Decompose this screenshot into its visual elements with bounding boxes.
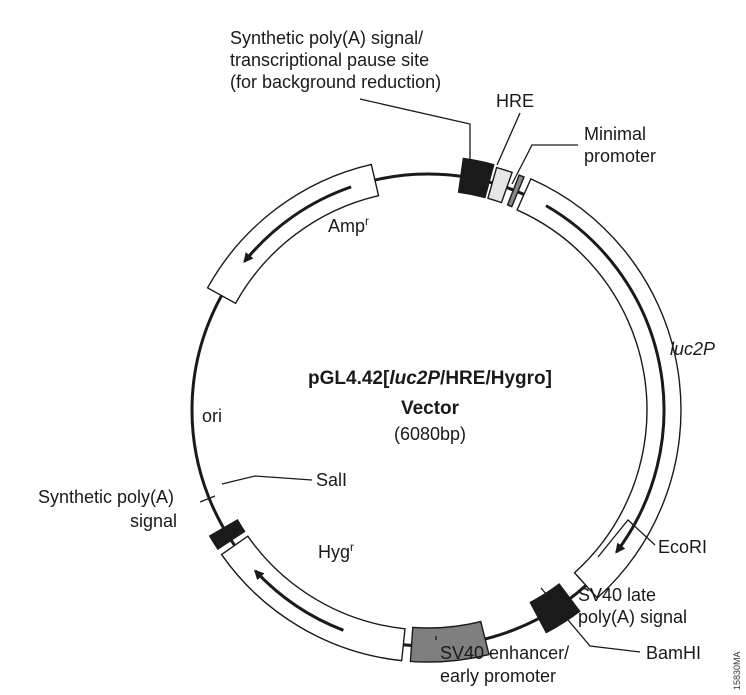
luc2p-direction-arrow	[545, 204, 666, 554]
label-amp-text: Amp	[328, 216, 365, 236]
label-hyg: Hygr	[318, 540, 354, 562]
label-sv40-late-2: poly(A) signal	[578, 607, 687, 627]
vector-title-line2: Vector	[401, 398, 460, 419]
label-hyg-text: Hyg	[318, 542, 350, 562]
label-sv40-enh-1: SV40 enhancer/	[440, 643, 569, 663]
title-italic: luc2P	[389, 368, 440, 389]
label-minimal-1: Minimal	[584, 124, 646, 144]
amp-resistance-segment	[206, 163, 380, 305]
label-sv40-enh-2: early promoter	[440, 666, 556, 686]
vector-title-line1: pGL4.42[luc2P/HRE/Hygro]	[308, 368, 552, 389]
synthetic-pause-block	[457, 157, 495, 199]
title-prefix: pGL4.42[	[308, 368, 390, 389]
sv40-late-polya-block	[529, 583, 581, 634]
label-amp-sup: r	[365, 214, 369, 228]
label-sali: SalI	[316, 470, 347, 490]
leader-synthetic-polya	[199, 495, 216, 503]
label-hre: HRE	[496, 91, 534, 111]
hre-block	[487, 166, 514, 204]
label-synthetic-pause-1: Synthetic poly(A) signal/	[230, 28, 423, 48]
label-minimal-2: promoter	[584, 146, 656, 166]
label-ori: ori	[202, 406, 222, 426]
leader-bamhi	[540, 587, 641, 653]
feature-labels: Synthetic poly(A) signal/ transcriptiona…	[38, 28, 742, 690]
synthetic-polya-block	[208, 519, 246, 551]
label-luc2p: luc2P	[670, 339, 715, 359]
hygromycin-segment	[220, 535, 406, 662]
luc2p-segment	[516, 177, 682, 600]
label-ecori: EcoRI	[658, 537, 707, 557]
leader-minimal	[511, 144, 578, 185]
leader-ecori	[597, 519, 656, 558]
sv40-enhancer-block	[409, 620, 490, 663]
leader-lines	[199, 98, 656, 653]
label-hyg-sup: r	[350, 540, 354, 554]
leader-synthetic-pause	[359, 98, 471, 163]
minimal-promoter-block	[506, 174, 525, 208]
hyg-direction-arrow	[254, 569, 344, 632]
label-synthetic-polya-1: Synthetic poly(A)	[38, 487, 174, 507]
label-amp: Ampr	[328, 214, 369, 236]
leader-hre	[496, 112, 521, 166]
leader-sali	[221, 475, 313, 485]
arrows-group	[243, 185, 666, 632]
amp-direction-arrow	[243, 185, 352, 264]
side-code: 15830MA	[732, 651, 742, 690]
vector-size: (6080bp)	[394, 424, 466, 444]
label-synthetic-pause-3: (for background reduction)	[230, 72, 441, 92]
label-bamhi: BamHI	[646, 643, 701, 663]
label-sv40-late-1: SV40 late	[578, 585, 656, 605]
center-title: pGL4.42[luc2P/HRE/Hygro] Vector (6080bp)	[308, 368, 552, 444]
features-group	[206, 157, 682, 663]
label-synthetic-polya-2: signal	[130, 511, 177, 531]
label-synthetic-pause-2: transcriptional pause site	[230, 50, 429, 70]
title-suffix: /HRE/Hygro]	[440, 368, 552, 389]
